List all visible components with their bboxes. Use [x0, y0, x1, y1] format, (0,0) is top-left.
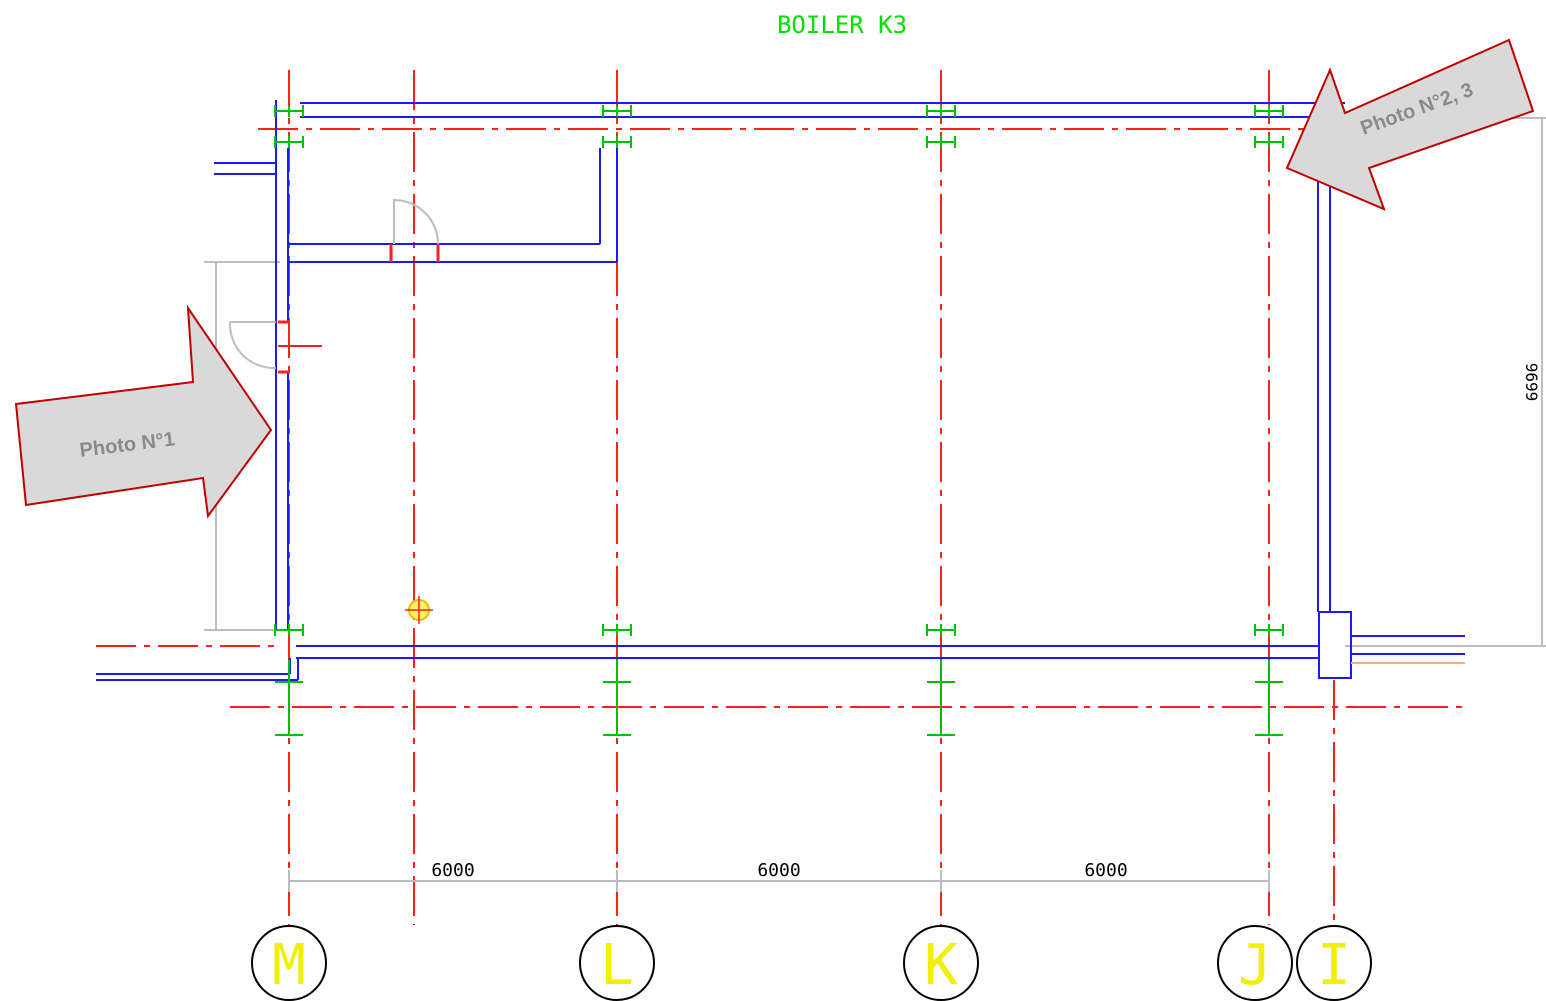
axis-bubble-j: J	[1217, 925, 1293, 1001]
door-jambs	[278, 244, 440, 374]
axis-bubble-k: K	[903, 925, 979, 1001]
column-marker	[926, 105, 956, 117]
svg-text:J: J	[1238, 933, 1272, 998]
svg-text:M: M	[272, 933, 306, 998]
svg-text:L: L	[600, 933, 634, 998]
dimension-bay-3: 6000	[1084, 860, 1127, 881]
axis-bubble-l: L	[579, 925, 655, 1001]
column-marker	[602, 136, 632, 148]
column-marker	[602, 624, 632, 636]
horizontal-axes	[96, 128, 1465, 708]
building-walls	[96, 100, 1465, 681]
column-extensions	[275, 660, 1283, 736]
column-marker	[274, 105, 304, 117]
doors	[228, 198, 439, 370]
svg-text:K: K	[924, 933, 958, 998]
dimension-bay-2: 6000	[757, 860, 800, 881]
svg-text:I: I	[1317, 933, 1351, 998]
column-marker	[926, 136, 956, 148]
column-marker	[1254, 105, 1284, 117]
arrow-left-icon	[1285, 38, 1535, 211]
dimension-bay-1: 6000	[431, 860, 474, 881]
callout-photo-2-3: Photo N°2, 3	[1285, 38, 1535, 211]
dimension-lines	[204, 117, 1546, 892]
column-marker	[926, 624, 956, 636]
callout-photo-1: Photo N°1	[14, 304, 273, 519]
column-marker	[274, 136, 304, 148]
axis-bubble-m: M	[251, 925, 327, 1001]
column-marker	[1254, 624, 1284, 636]
arrow-right-icon	[14, 304, 273, 519]
vertical-axes	[288, 70, 1335, 925]
target-marker	[405, 596, 433, 624]
column-marker	[602, 105, 632, 117]
drawing-title: BOILER K3	[777, 11, 907, 39]
dimension-height: 9699	[1522, 363, 1541, 402]
column-markers	[274, 105, 1284, 636]
axis-bubble-i: I	[1296, 925, 1372, 1001]
column-marker	[274, 624, 304, 636]
column-marker	[1254, 136, 1284, 148]
